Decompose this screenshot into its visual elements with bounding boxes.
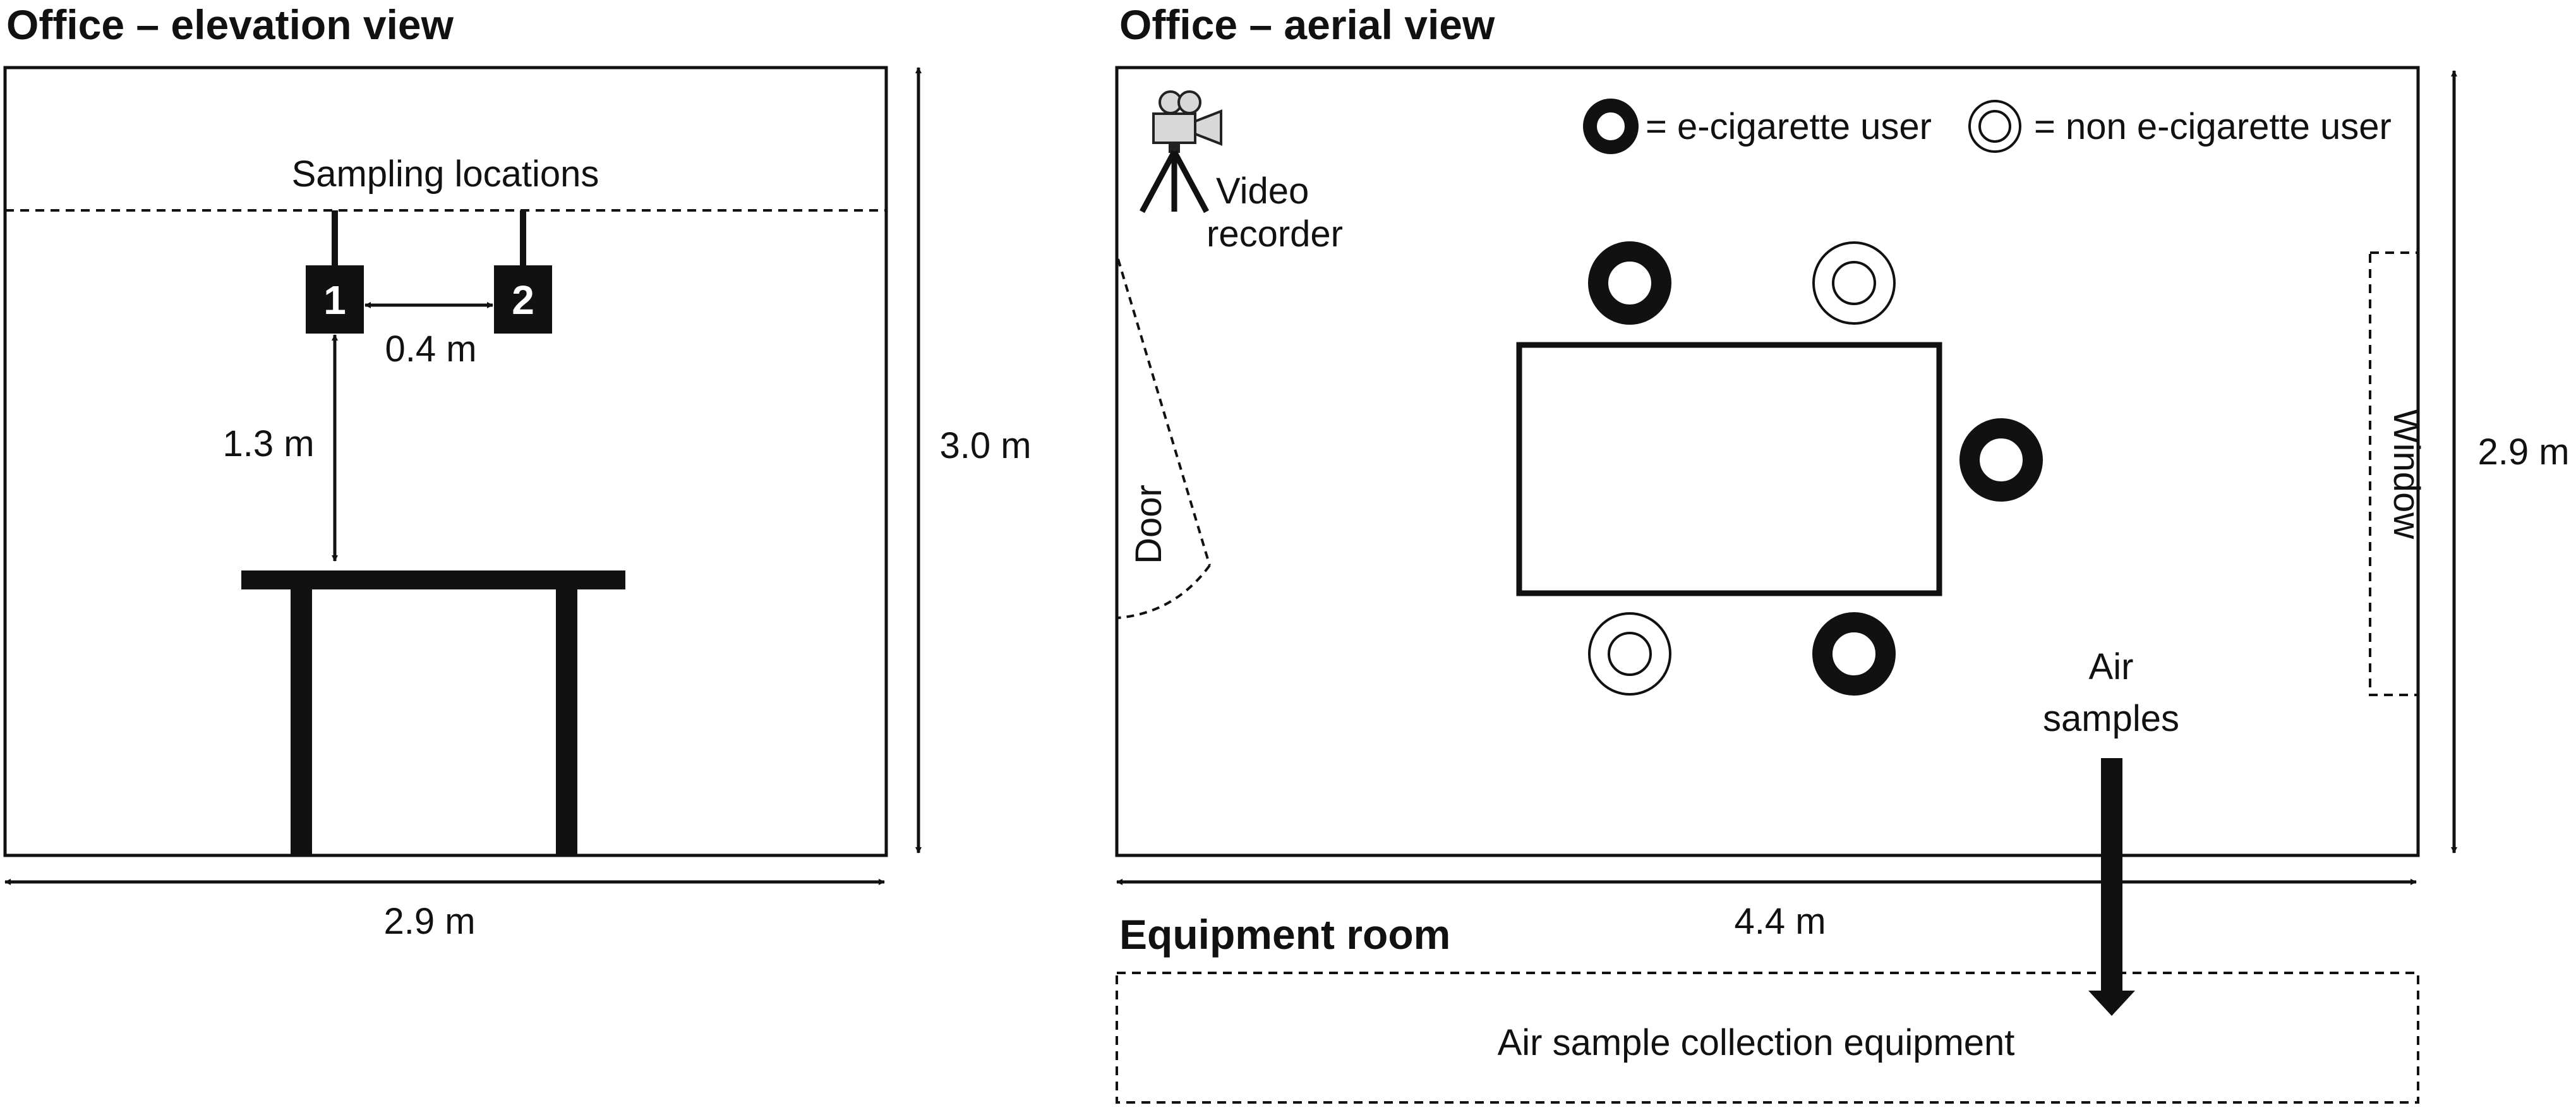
room-width-label: 2.9 m — [383, 901, 475, 942]
sampler-1-number: 1 — [323, 277, 346, 323]
equipment-room: Equipment room Air sample collection equ… — [1116, 911, 2419, 1104]
legend-user-label: = e-cigarette user — [1646, 106, 1932, 147]
table-leg-left — [291, 589, 312, 855]
elevation-view: Office – elevation view Sampling locatio… — [3, 1, 1032, 942]
ecig-user-seat-top-left — [1588, 241, 1671, 325]
room-height-label: 3.0 m — [939, 425, 1031, 466]
air-samples-label-line2: samples — [2043, 698, 2179, 739]
aerial-view: Office – aerial view Video recorder = e-… — [1115, 1, 2570, 1016]
sampler-1-box — [306, 265, 364, 334]
window — [2369, 251, 2419, 696]
table-leg-right — [556, 589, 577, 855]
ecig-user-seat-right — [1959, 418, 2043, 502]
air-samples-arrow — [2088, 758, 2135, 1016]
door-label: Door — [1128, 485, 1169, 564]
video-camera-icon — [1140, 90, 1222, 214]
aerial-room-outline — [1115, 66, 2420, 857]
non-user-seat-bottom-left — [1588, 612, 1671, 696]
ecig-user-seat-bottom-right — [1812, 612, 1896, 696]
non-user-seat-top-right — [1812, 241, 1896, 325]
room-length-label: 4.4 m — [1734, 901, 1826, 942]
elevation-room-outline — [3, 66, 888, 857]
equipment-room-title: Equipment room — [1119, 911, 1450, 958]
equipment-box — [1116, 972, 2419, 1104]
sampler-2-box — [494, 265, 552, 334]
door-swing — [1117, 258, 1211, 619]
meeting-table — [1516, 342, 1942, 596]
aerial-title: Office – aerial view — [1119, 1, 1495, 48]
sampling-locations-label: Sampling locations — [292, 154, 599, 195]
table-top — [241, 570, 625, 589]
video-recorder-label-line1: Video — [1216, 171, 1309, 212]
height-above-table-label: 1.3 m — [222, 423, 314, 464]
legend-nonuser-icon — [1968, 100, 2021, 153]
room-depth-label: 2.9 m — [2477, 431, 2569, 473]
sampler-2-number: 2 — [512, 277, 534, 323]
equipment-box-label: Air sample collection equipment — [1498, 1022, 2015, 1063]
elevation-title: Office – elevation view — [6, 1, 454, 48]
legend-nonuser-label: = non e-cigarette user — [2034, 106, 2392, 147]
air-samples-label-line1: Air — [2089, 646, 2134, 687]
spacing-label: 0.4 m — [385, 329, 476, 370]
legend-user-icon — [1583, 99, 1639, 154]
video-recorder-label-line2: recorder — [1207, 214, 1343, 255]
window-label: Window — [2386, 409, 2427, 540]
